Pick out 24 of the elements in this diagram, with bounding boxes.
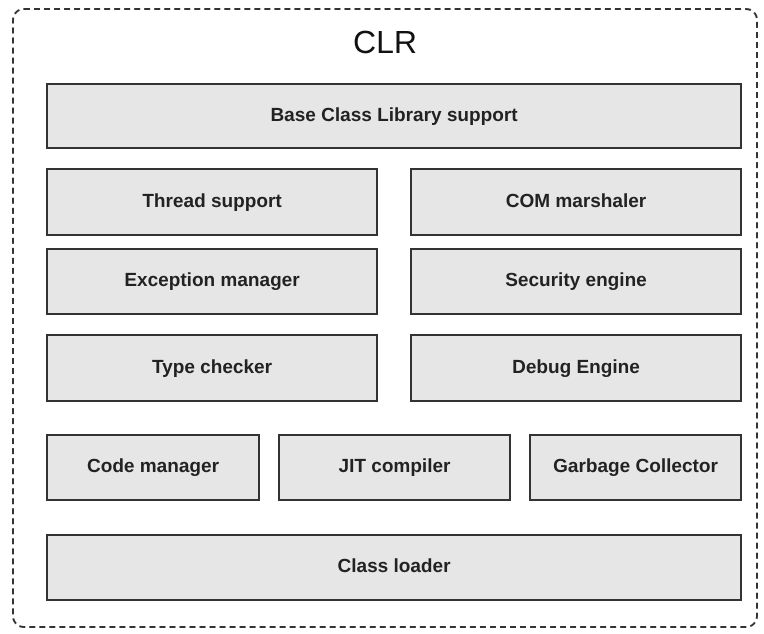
component-box	[278, 434, 511, 501]
component-box	[46, 168, 378, 236]
component-label: Thread support	[142, 190, 282, 214]
component-box	[46, 334, 378, 402]
component-label: Code manager	[87, 455, 219, 480]
component-box	[410, 334, 742, 402]
component-box	[46, 534, 742, 601]
component-label: Security engine	[505, 269, 647, 294]
component-label: JIT compiler	[338, 455, 450, 480]
component-box	[46, 83, 742, 149]
component-box	[46, 434, 260, 501]
component-box	[46, 248, 378, 315]
component-label: Class loader	[338, 555, 450, 580]
component-label: Type checker	[152, 356, 272, 380]
component-box	[410, 168, 742, 236]
container-title: CLR	[352, 24, 418, 61]
runtime-container	[12, 8, 758, 628]
component-box	[410, 248, 742, 315]
component-box	[529, 434, 742, 501]
component-label: COM marshaler	[506, 190, 646, 214]
component-label: Debug Engine	[512, 356, 640, 380]
component-label: Base Class Library support	[270, 104, 518, 128]
component-label: Garbage Collector	[553, 455, 718, 480]
component-label: Exception manager	[124, 269, 300, 294]
